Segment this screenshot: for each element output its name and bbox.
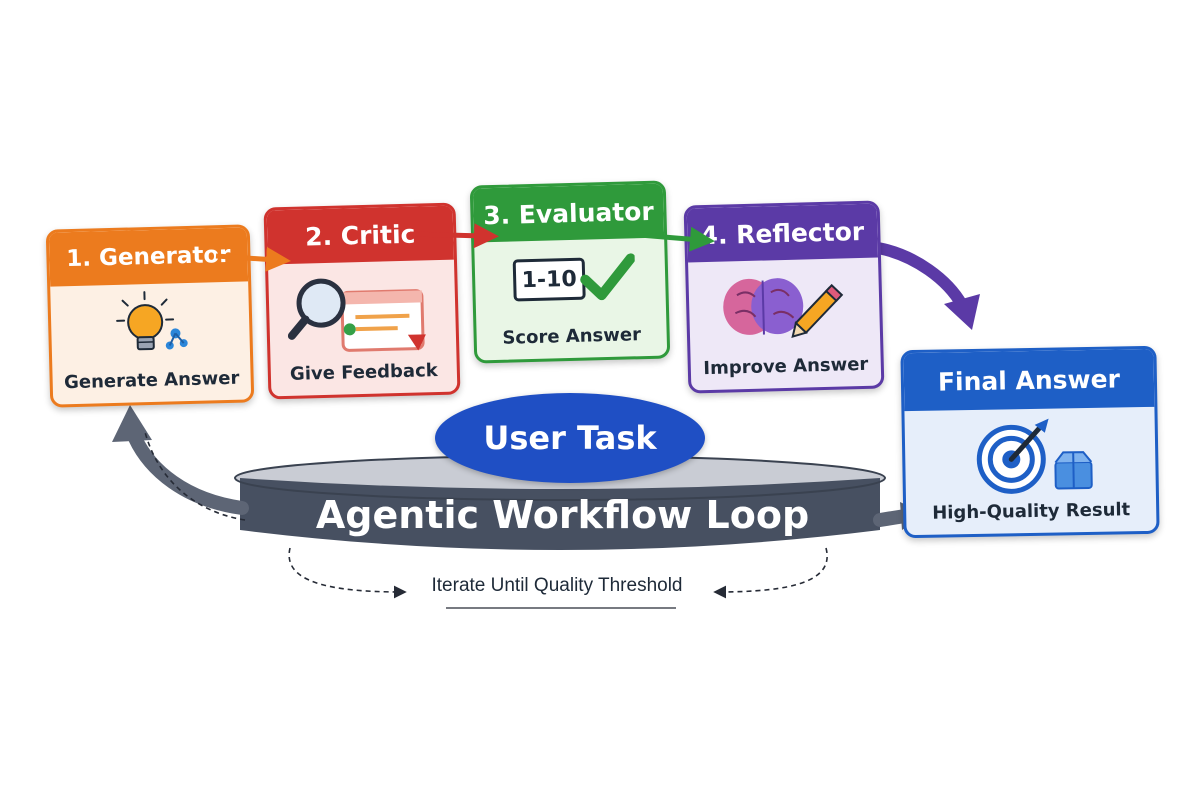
checkmark-icon (580, 253, 636, 301)
final-answer-caption: High-Quality Result (932, 499, 1131, 524)
evaluator-card: 3. Evaluator 1-10 Score Answer (469, 180, 671, 364)
reflector-caption: Improve Answer (703, 353, 869, 380)
final-answer-card: Final Answer High-Quality Result (900, 345, 1160, 539)
critic-caption: Give Feedback (289, 360, 438, 385)
iterate-loop-right (713, 547, 828, 599)
loop-disk (240, 478, 880, 550)
reflector-card: 4. Reflector Improve Answer (683, 200, 885, 394)
brain-pencil-icon (723, 278, 844, 338)
score-label: 1-10 (512, 257, 586, 302)
lightbulb-icon (116, 291, 188, 351)
generator-card: 1. Generator Generate Answer (45, 224, 255, 408)
loop-back-arrow (128, 431, 249, 515)
generator-title: 1. Generator (48, 227, 249, 287)
to-final-arrow (873, 509, 912, 527)
target-icon (976, 418, 1093, 494)
final-answer-title: Final Answer (903, 348, 1155, 412)
loop-title: Agentic Workflow Loop (315, 493, 810, 537)
critic-title: 2. Critic (266, 205, 454, 265)
reflector-title: 4. Reflector (686, 203, 878, 263)
evaluator-title: 3. Evaluator (472, 183, 665, 243)
iterate-label: Iterate Until Quality Threshold (431, 575, 683, 596)
evaluator-caption: Score Answer (502, 324, 642, 349)
iterate-loop-left (288, 547, 407, 599)
reflector-to-final-arrow (872, 242, 968, 311)
generator-caption: Generate Answer (63, 367, 240, 394)
magnifier-icon (287, 278, 426, 352)
critic-card: 2. Critic Give Feedback (263, 202, 461, 400)
user-task-badge: User Task (435, 393, 705, 483)
